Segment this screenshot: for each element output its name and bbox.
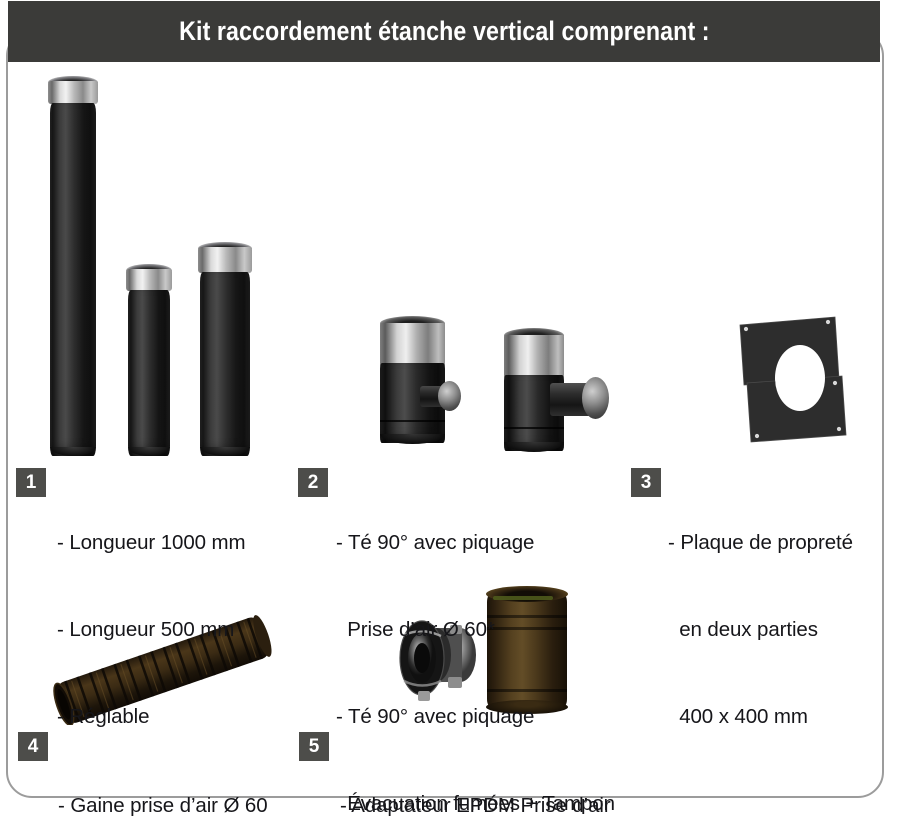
caption-item-5-line-1: - Adaptateur EPDM Prise d’air	[340, 794, 611, 817]
caption-item-2-line-2: Prise d’air Ø 60*	[336, 618, 495, 641]
caption-item-3-line-1: - Plaque de propreté	[668, 531, 853, 554]
caption-item-1: - Longueur 1000 mm - Longueur 500 mm - R…	[57, 470, 246, 789]
panel-header: Kit raccordement étanche vertical compre…	[8, 1, 880, 62]
image-two-tee-fittings	[378, 305, 609, 455]
image-flexible-air-duct	[35, 615, 290, 727]
caption-item-1-line-2: - Longueur 500 mm	[57, 618, 235, 641]
badge-item-1: 1	[16, 468, 46, 497]
pipe-adjustable-icon	[198, 242, 252, 456]
caption-item-2-line-1: - Té 90° avec piquage	[336, 531, 535, 554]
pipe-500mm-icon	[126, 264, 172, 456]
badge-item-3: 3	[631, 468, 661, 497]
caption-item-3-line-2: en deux parties	[668, 618, 818, 641]
caption-item-1-line-3: - Réglable	[57, 705, 150, 728]
caption-item-2-line-4: Évacuation fumées + Tampon	[336, 792, 615, 815]
image-two-part-wall-plate	[727, 305, 877, 455]
male-female-adapter-icon	[486, 586, 568, 714]
badge-item-4: 4	[18, 732, 48, 761]
caption-item-5: - Adaptateur EPDM Prise d’air Ø 60 à Ø 4…	[340, 733, 632, 832]
wall-plate-icon	[739, 316, 847, 443]
caption-item-2: - Té 90° avec piquage Prise d’air Ø 60* …	[336, 470, 615, 832]
badge-item-5: 5	[299, 732, 329, 761]
caption-item-4-line-1: - Gaine prise d’air Ø 60	[58, 794, 268, 817]
caption-item-2-line-3: - Té 90° avec piquage	[336, 705, 535, 728]
flexible-duct-icon	[53, 615, 272, 727]
badge-item-2: 2	[298, 468, 328, 497]
image-epdm-adapter-and-sleeve	[392, 585, 582, 715]
epdm-clamp-icon	[399, 620, 476, 701]
caption-item-3-line-3: 400 x 400 mm	[668, 705, 808, 728]
image-three-black-pipes	[45, 70, 280, 456]
caption-item-4: - Gaine prise d’air Ø 60 + Collier de se…	[58, 733, 268, 832]
caption-item-1-line-1: - Longueur 1000 mm	[57, 531, 246, 554]
tee-90-air-intake-icon	[380, 313, 461, 445]
tee-90-flue-outlet-icon	[504, 325, 609, 453]
pipe-1000mm-icon	[48, 76, 98, 456]
caption-item-3: - Plaque de propreté en deux parties 400…	[668, 470, 853, 789]
page-title: Kit raccordement étanche vertical compre…	[178, 16, 710, 46]
